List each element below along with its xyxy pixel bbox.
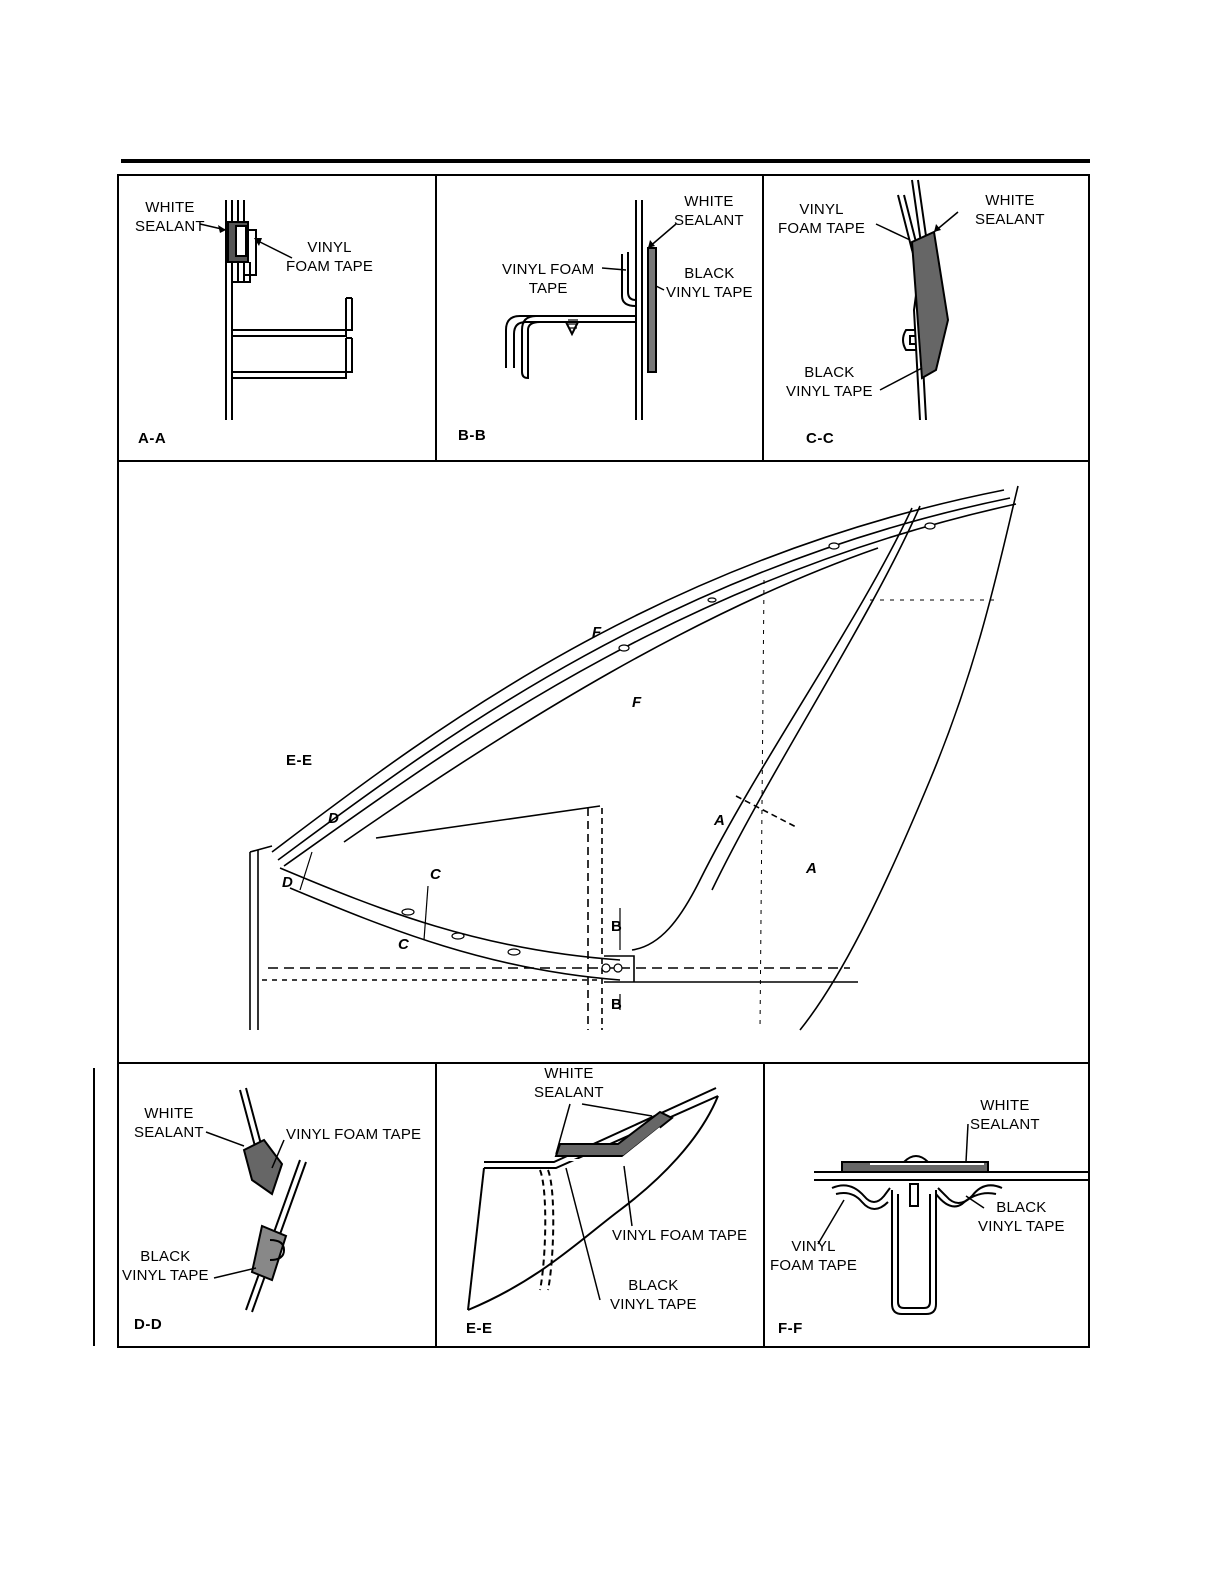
ff-section-label: F-F — [778, 1320, 803, 1337]
cut-f-upper: F — [592, 624, 602, 641]
cc-vinyl-foam-tape-label: VINYL FOAM TAPE — [778, 201, 866, 237]
bb-vinyl-foam-tape-label: VINYL FOAM TAPE — [502, 261, 595, 297]
divider-aa-bb — [435, 174, 437, 461]
dd-black-vinyl-tape-label: BLACK VINYL TAPE — [122, 1248, 209, 1284]
ee-black-vinyl-tape-label: BLACK VINYL TAPE — [610, 1277, 697, 1313]
divider-ee-ff — [763, 1062, 765, 1348]
ee-vinyl-foam-tape-label: VINYL FOAM TAPE — [612, 1227, 748, 1244]
dd-section-label: D-D — [134, 1316, 163, 1333]
cut-f-lower: F — [632, 694, 642, 711]
margin-bar — [93, 1068, 95, 1346]
bb-section-label: B-B — [458, 427, 487, 444]
divider-bottom — [117, 1062, 1090, 1064]
cc-black-vinyl-tape-label: BLACK VINYL TAPE — [786, 364, 873, 400]
cut-b-upper: B — [611, 918, 622, 935]
cut-a-lower: A — [806, 860, 817, 877]
bb-black-vinyl-tape-label: BLACK VINYL TAPE — [666, 265, 753, 301]
divider-bb-cc — [762, 174, 764, 461]
aa-white-sealant-label: WHITE SEALANT — [135, 199, 205, 235]
divider-top — [117, 460, 1090, 462]
cut-d-upper: D — [328, 810, 339, 827]
cut-b-lower: B — [611, 996, 622, 1013]
header-rule — [121, 159, 1090, 163]
cut-a-upper: A — [714, 812, 725, 829]
ff-black-vinyl-tape-label: BLACK VINYL TAPE — [978, 1199, 1065, 1235]
bb-white-sealant-label: WHITE SEALANT — [674, 193, 744, 229]
figure-frame — [117, 174, 1090, 1348]
cut-c-lower: C — [398, 936, 409, 953]
cut-d-lower: D — [282, 874, 293, 891]
cc-section-label: C-C — [806, 430, 835, 447]
dd-vinyl-foam-tape-label: VINYL FOAM TAPE — [286, 1126, 422, 1143]
ff-vinyl-foam-tape-label: VINYL FOAM TAPE — [770, 1238, 858, 1274]
main-section-label: E-E — [286, 752, 313, 769]
cut-c-upper: C — [430, 866, 441, 883]
ee-white-sealant-label: WHITE SEALANT — [534, 1065, 604, 1101]
divider-dd-ee — [435, 1062, 437, 1348]
ff-white-sealant-label: WHITE SEALANT — [970, 1097, 1040, 1133]
ee-section-label: E-E — [466, 1320, 493, 1337]
cc-white-sealant-label: WHITE SEALANT — [975, 192, 1045, 228]
dd-white-sealant-label: WHITE SEALANT — [134, 1105, 204, 1141]
aa-section-label: A-A — [138, 430, 167, 447]
aa-vinyl-foam-tape-label: VINYL FOAM TAPE — [286, 239, 374, 275]
